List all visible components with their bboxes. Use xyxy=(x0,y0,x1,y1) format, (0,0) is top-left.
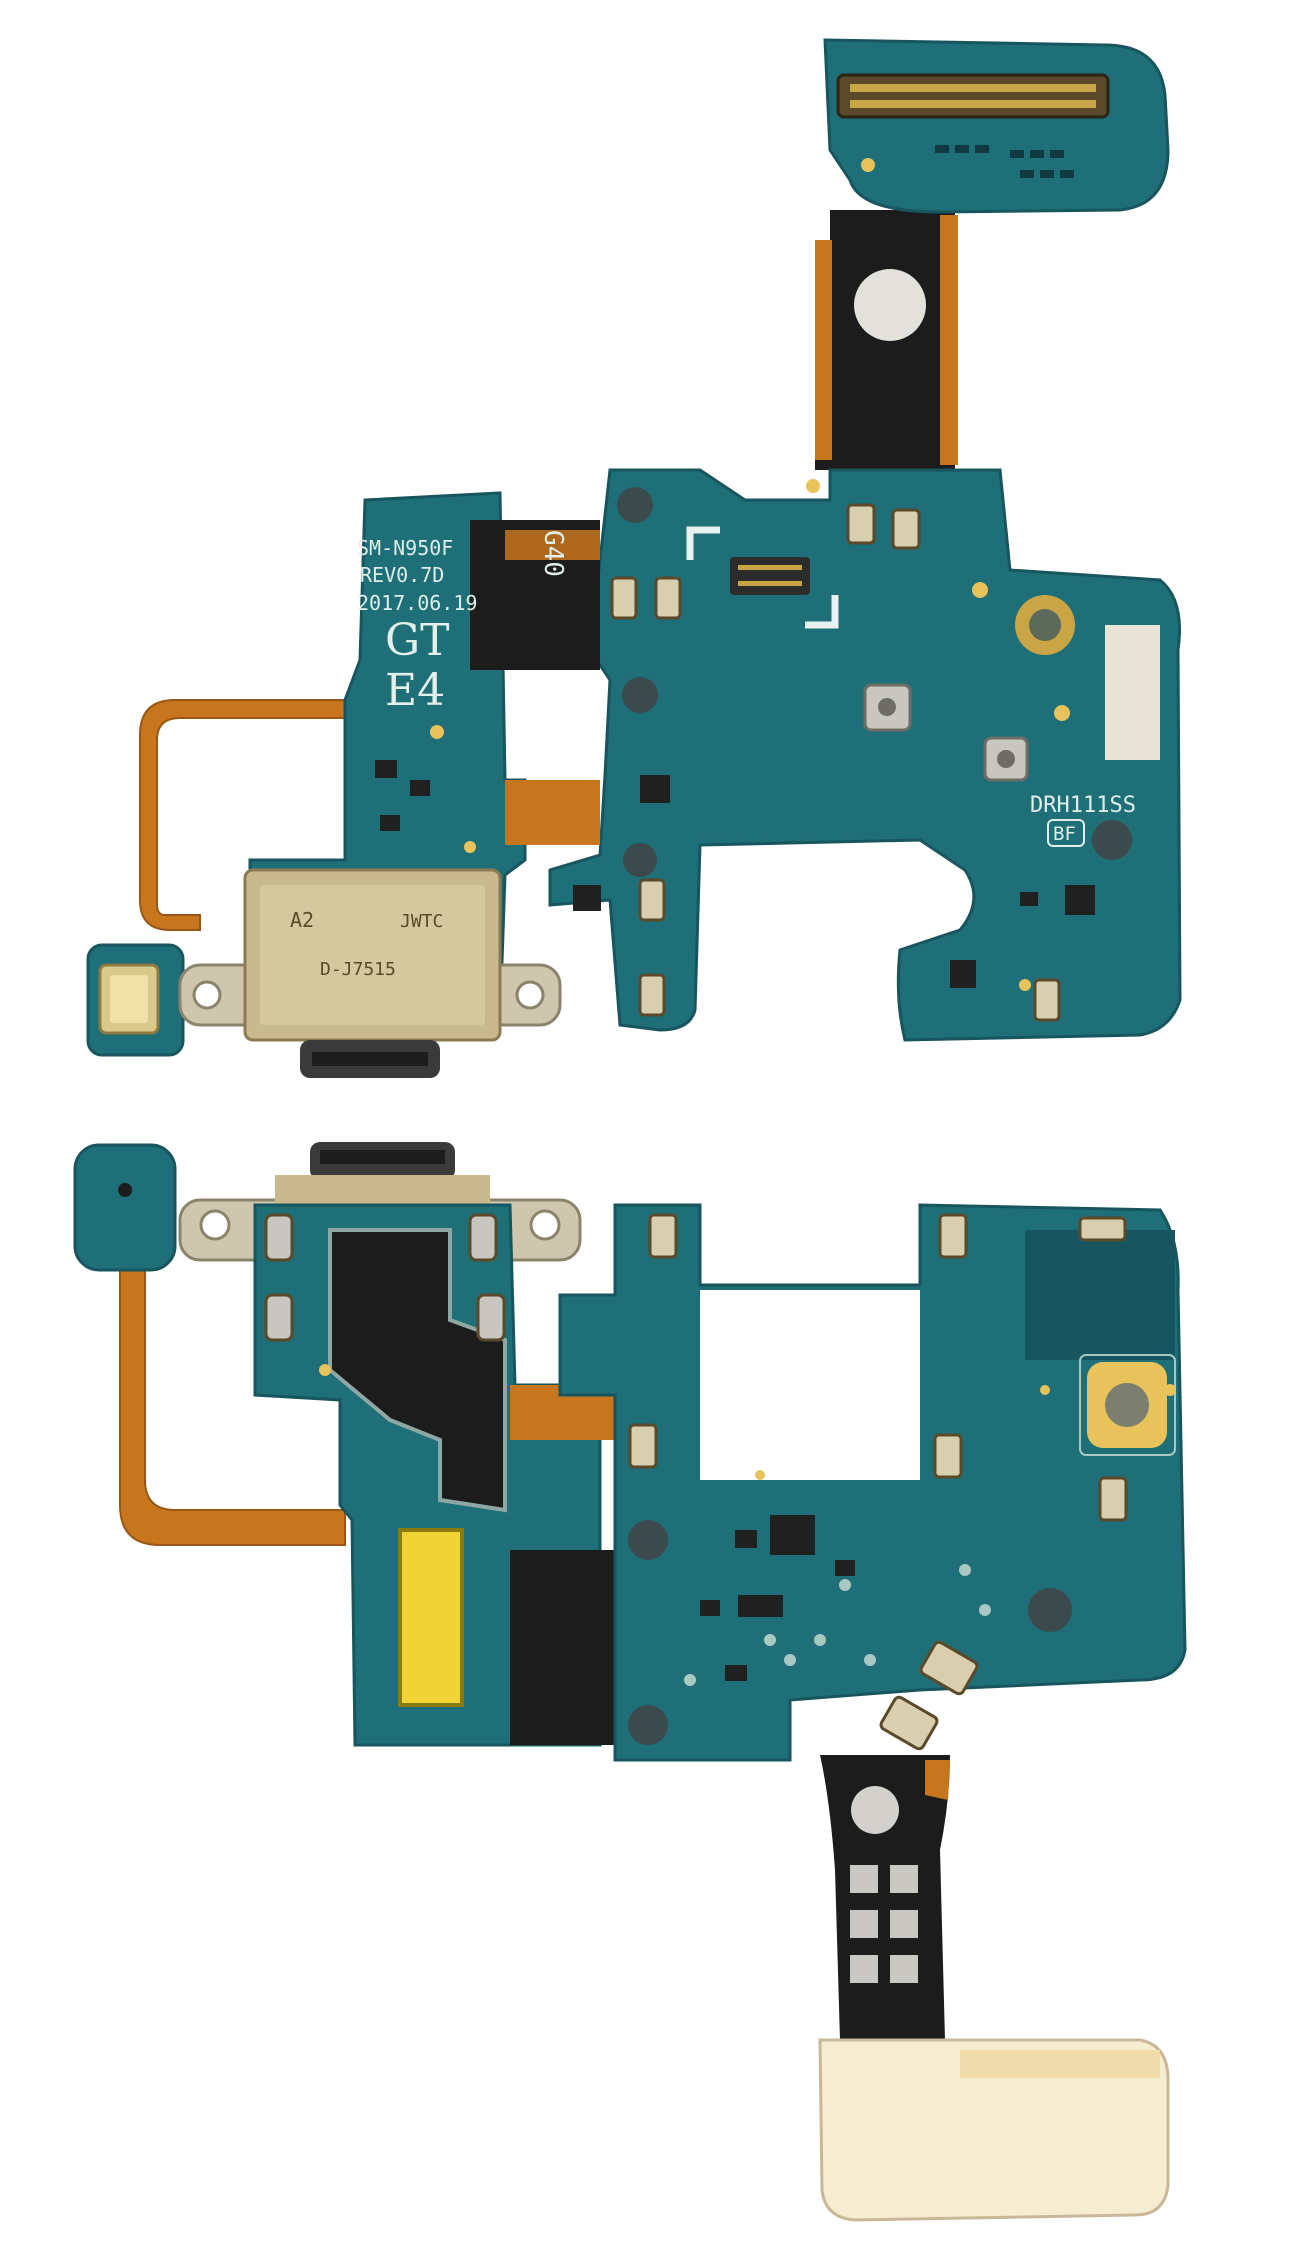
lower-flex-pads xyxy=(850,1865,918,1983)
microphone-tab xyxy=(86,943,185,1057)
back-right-contacts xyxy=(628,1213,1128,1522)
silk-code-top: GT xyxy=(385,615,450,666)
back-angled-contacts xyxy=(879,1640,979,1751)
usb-mark-bottom: D-J7515 xyxy=(320,959,396,980)
lower-flex-pad xyxy=(851,1786,899,1834)
front-cutout-1 xyxy=(515,680,595,775)
front-board: SM-N950F REV0.7D 2017.06.19 GT E4 G40 DR… xyxy=(86,38,1182,1078)
front-foam-pad xyxy=(1105,625,1160,760)
yellow-tape xyxy=(398,1528,464,1707)
front-mount-holes xyxy=(617,487,1132,877)
silk-module-code: DRH111SS xyxy=(1030,793,1136,818)
mic-flex-ribbon xyxy=(139,699,351,931)
back-mic-flex xyxy=(119,1269,346,1546)
board-to-board-connector xyxy=(836,73,1110,119)
gold-button-pad xyxy=(1079,1354,1176,1456)
top-connector-board xyxy=(823,38,1170,214)
back-passives xyxy=(700,1515,855,1681)
silk-module-badge: BF xyxy=(1053,823,1076,845)
back-board xyxy=(73,1142,1187,2222)
upper-flex-pad xyxy=(854,269,926,341)
back-black-flex xyxy=(328,1228,507,1513)
silk-code-bottom: E4 xyxy=(385,665,445,716)
silk-date: 2017.06.19 xyxy=(357,591,477,615)
silk-model: SM-N950F xyxy=(357,536,453,560)
back-left-contacts xyxy=(264,1213,506,1342)
front-spring-contacts xyxy=(610,503,1061,1022)
front-small-connector xyxy=(730,557,810,595)
usb-mark-left: A2 xyxy=(290,908,314,932)
front-passives xyxy=(375,760,1095,988)
back-mic-tab xyxy=(73,1143,177,1272)
usb-mark-right: JWTC xyxy=(400,911,443,932)
usb-c-connector: A2 JWTC D-J7515 xyxy=(178,868,562,1078)
silk-flex-label: G40 xyxy=(538,530,568,577)
silk-revision: REV0.7D xyxy=(360,563,444,587)
back-mount-holes xyxy=(628,1520,1072,1745)
back-cutout xyxy=(700,1290,920,1480)
